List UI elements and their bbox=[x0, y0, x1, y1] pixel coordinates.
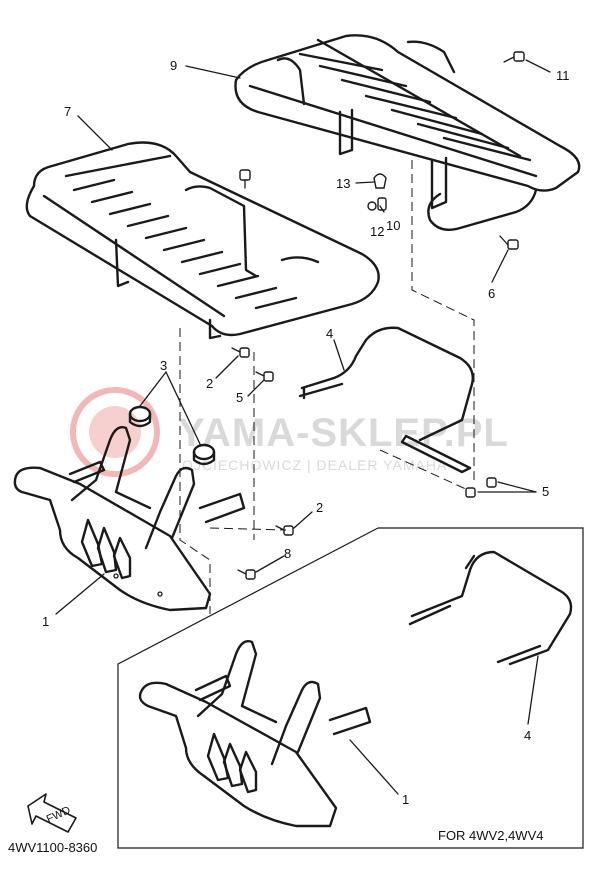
callout-3: 3 bbox=[160, 358, 167, 373]
nut-12 bbox=[367, 201, 377, 211]
leader-lines bbox=[55, 59, 551, 795]
callout-5-right: 5 bbox=[542, 484, 549, 499]
watermark-logo-ring bbox=[70, 387, 160, 477]
assembly-lines bbox=[179, 160, 475, 614]
callout-13: 13 bbox=[336, 176, 350, 191]
bolt-2-upper bbox=[231, 347, 250, 358]
callout-12: 12 bbox=[370, 224, 384, 239]
front-rack bbox=[25, 141, 380, 340]
callout-7: 7 bbox=[64, 104, 71, 119]
callouts: 9 11 7 13 12 10 6 4 3 2 5 5 2 8 1 4 1 bbox=[42, 58, 570, 807]
callout-8: 8 bbox=[284, 546, 291, 561]
bolt-8 bbox=[237, 569, 256, 580]
callout-1-main: 1 bbox=[42, 614, 49, 629]
bolts bbox=[231, 51, 525, 580]
callout-1-inset: 1 bbox=[402, 792, 409, 807]
bolt-6 bbox=[499, 235, 519, 250]
callout-10: 10 bbox=[386, 218, 400, 233]
watermark-brand: YAMA-SKLEP.PL bbox=[178, 411, 509, 455]
callout-2-upper: 2 bbox=[206, 376, 213, 391]
rear-rack bbox=[234, 34, 581, 231]
callout-6: 6 bbox=[488, 286, 495, 301]
bolt-5-upper bbox=[255, 371, 274, 382]
watermark: YAMA-SKLEP.PL OJCIECHOWICZ | DEALER YAMA… bbox=[70, 387, 509, 477]
watermark-tagline: OJCIECHOWICZ | DEALER YAMAHA bbox=[182, 457, 447, 473]
bracket-inset bbox=[408, 550, 573, 666]
bolt-rack-top bbox=[239, 169, 251, 189]
variant-inset-box bbox=[117, 527, 584, 849]
drawing-number: 4WV1100-8360 bbox=[8, 840, 97, 855]
front-guard-main bbox=[13, 426, 246, 612]
callout-4-main: 4 bbox=[326, 326, 333, 341]
fwd-arrow-icon: FWD bbox=[27, 793, 77, 833]
clip-13 bbox=[373, 173, 387, 189]
front-guard-inset bbox=[138, 640, 372, 828]
bolt-5-right-b bbox=[465, 487, 476, 498]
bolt-11 bbox=[503, 51, 525, 63]
callout-4-inset: 4 bbox=[524, 728, 531, 743]
bracket-main bbox=[298, 326, 474, 474]
callout-11: 11 bbox=[556, 68, 570, 83]
callout-2-lower: 2 bbox=[316, 500, 323, 515]
fwd-label: FWD bbox=[45, 804, 73, 825]
variant-note: FOR 4WV2,4WV4 bbox=[438, 828, 543, 843]
collars bbox=[128, 405, 216, 466]
callout-5-upper: 5 bbox=[236, 390, 243, 405]
callout-9: 9 bbox=[170, 58, 177, 73]
bolt-2-lower bbox=[275, 525, 294, 536]
bolt-5-right-a bbox=[486, 477, 497, 488]
